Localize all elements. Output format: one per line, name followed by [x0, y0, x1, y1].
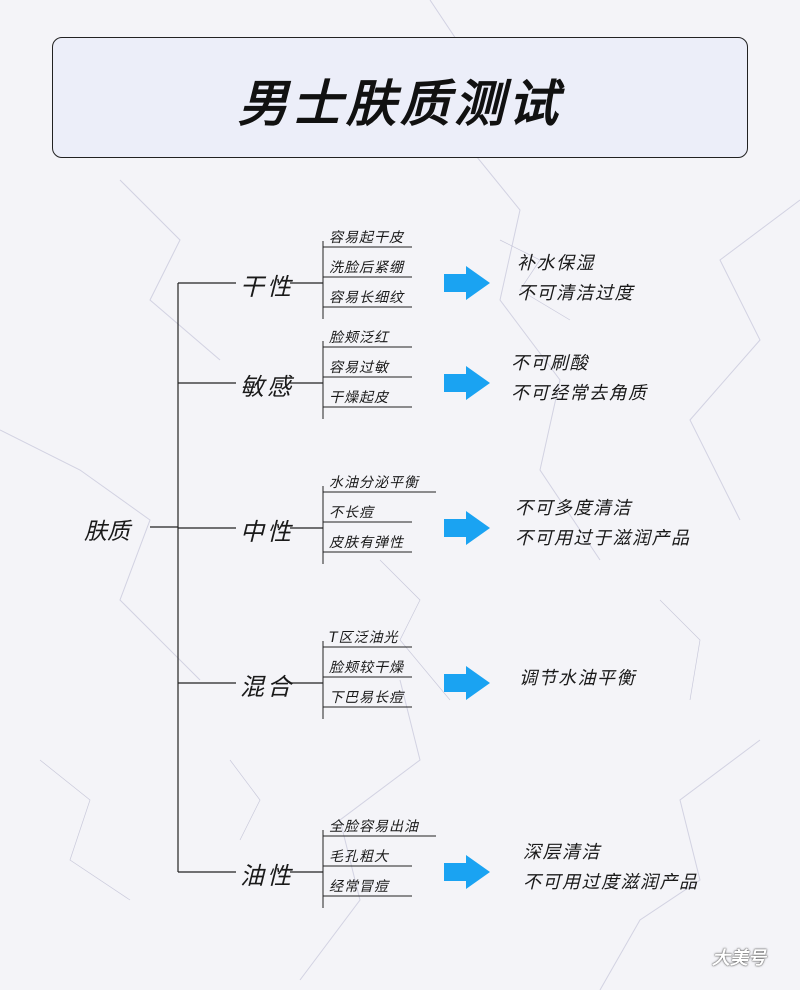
- category-label: 敏感: [240, 373, 294, 401]
- advice-label: 调节水油平衡: [519, 668, 636, 689]
- trait-label: 经常冒痘: [329, 879, 389, 895]
- trait-label: 洗脸后紧绷: [329, 260, 404, 276]
- arrow-icon: [444, 666, 490, 700]
- trait-label: 下巴易长痘: [329, 690, 404, 706]
- advice-label: 补水保湿: [517, 253, 595, 274]
- arrow-icon: [444, 511, 490, 545]
- trait-label: 水油分泌平衡: [329, 475, 419, 491]
- trait-label: 皮肤有弹性: [329, 535, 404, 551]
- advice-label: 不可用过度滋润产品: [523, 872, 699, 893]
- page-title: 男士肤质测试: [238, 75, 562, 133]
- advice-label: 深层清洁: [523, 842, 601, 863]
- trait-label: 脸颊较干燥: [329, 660, 404, 676]
- trait-label: T区泛油光: [329, 630, 399, 646]
- trait-label: 不长痘: [329, 505, 374, 521]
- advice-label: 不可清洁过度: [517, 283, 634, 304]
- trait-label: 容易长细纹: [329, 290, 404, 306]
- trait-label: 容易起干皮: [329, 230, 404, 246]
- arrow-icon: [444, 366, 490, 400]
- title-box: 男士肤质测试: [52, 37, 748, 158]
- arrow-icon: [444, 855, 490, 889]
- advice-label: 不可经常去角质: [511, 383, 648, 404]
- trait-label: 毛孔粗大: [329, 849, 389, 865]
- trait-label: 容易过敏: [329, 360, 389, 376]
- advice-label: 不可多度清洁: [515, 498, 632, 519]
- trait-label: 全脸容易出油: [329, 819, 419, 835]
- category-label: 混合: [240, 673, 294, 701]
- category-label: 干性: [240, 273, 294, 301]
- category-label: 中性: [240, 518, 294, 546]
- category-label: 油性: [240, 862, 294, 890]
- watermark-logo: 大美号: [712, 948, 766, 969]
- arrow-icon: [444, 266, 490, 300]
- advice-label: 不可用过于滋润产品: [515, 528, 691, 549]
- trait-label: 脸颊泛红: [329, 330, 389, 346]
- root-label: 肤质: [84, 519, 130, 545]
- advice-label: 不可刷酸: [511, 353, 589, 374]
- trait-label: 干燥起皮: [329, 390, 389, 406]
